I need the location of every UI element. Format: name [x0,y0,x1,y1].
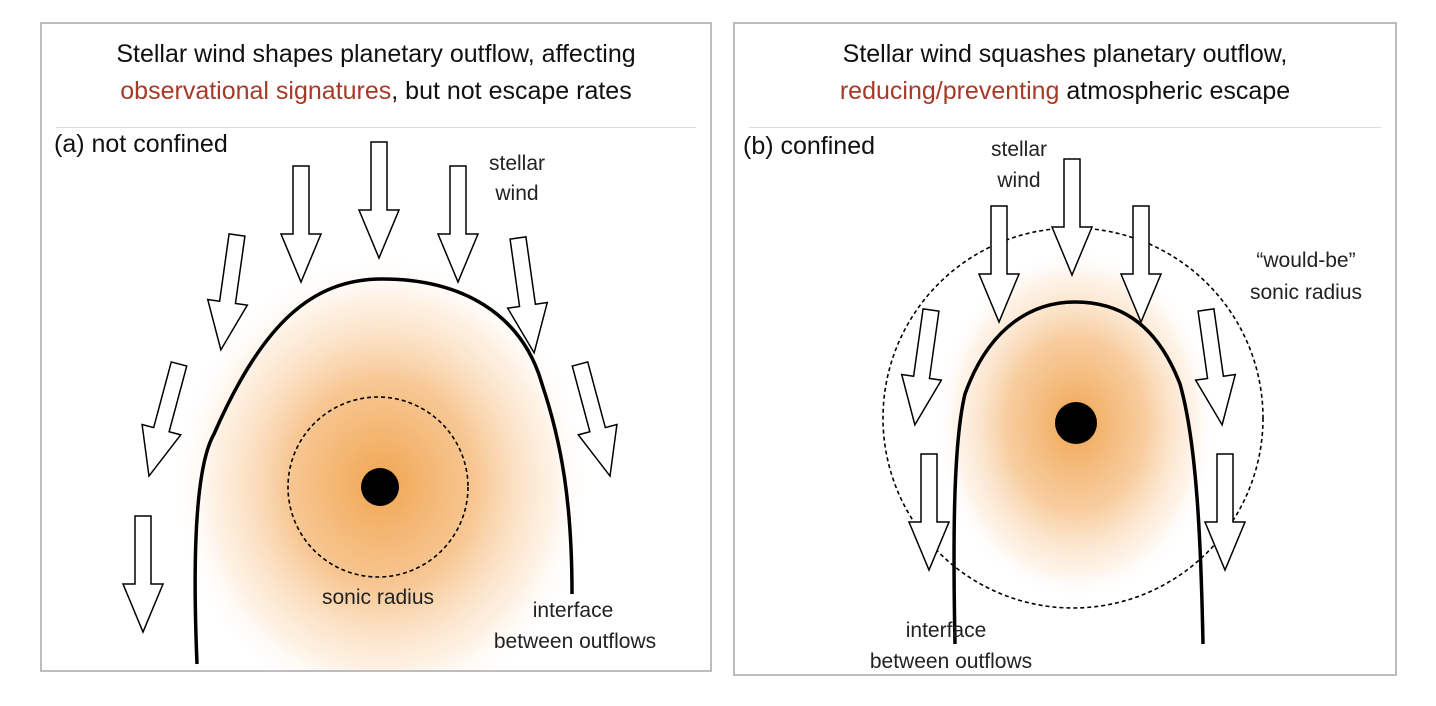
interface-label-line1: interface [906,619,987,642]
sonic-radius-label: sonic radius [322,586,434,609]
wind-arrow [141,361,188,478]
wind-arrow [121,515,165,634]
panel-a-title-accent: observational signatures [120,77,392,105]
panel-confined: Stellar wind squashes planetary outflow,… [733,22,1397,676]
wind-arrow [1119,205,1163,324]
panel-a-label: (a) not confined [54,130,228,158]
wind-arrow [206,233,249,352]
wind-arrow [279,165,323,284]
panel-b-title-line2: reducing/preventing atmospheric escape [735,73,1395,110]
interface-label-line2: between outflows [870,650,1032,673]
planet [1055,402,1097,444]
panel-b-title-rest: atmospheric escape [1059,77,1291,105]
interface-label-line2: between outflows [494,630,656,653]
panel-b-title-line1: Stellar wind squashes planetary outflow, [842,40,1288,68]
wind-arrow [1194,308,1237,427]
wind-arrow [907,453,951,572]
stellar-wind-label-line2: wind [494,182,538,205]
interface-curve [193,277,574,665]
would-be-sonic-label-line2: sonic radius [1250,281,1362,304]
panel-a-title-line2: observational signatures, but not escape… [42,73,710,110]
would-be-sonic-label-line1: “would-be” [1256,249,1355,272]
outflow-glow [172,254,592,670]
interface-label-line1: interface [533,599,614,622]
planet [361,468,399,506]
panel-a-diagram: (a) not confined stellar wind sonic radi… [54,130,656,670]
wind-arrow [357,141,401,260]
wind-arrow [506,236,549,355]
wind-arrow [977,205,1021,324]
sonic-radius-circle [287,396,469,578]
panel-b-diagram: (b) confined stellar wind “would-be” son… [743,132,1362,673]
panel-a-title-line1: Stellar wind shapes planetary outflow, a… [116,40,636,68]
wind-arrow [900,308,943,427]
stellar-wind-label-line1: stellar [489,152,545,175]
panel-a-title-rest: , but not escape rates [391,77,632,105]
panel-a-divider [56,127,696,128]
panel-b-divider [749,127,1381,128]
wind-arrow [571,361,618,478]
wind-arrow [436,165,480,284]
panel-not-confined: Stellar wind shapes planetary outflow, a… [40,22,712,672]
panel-b-title-accent: reducing/preventing [839,77,1060,105]
would-be-sonic-radius-circle [882,227,1264,609]
wind-arrow [1203,453,1247,572]
panel-b-label: (b) confined [743,132,875,160]
wind-arrow [1050,158,1094,277]
stellar-wind-label-line2: wind [996,169,1040,192]
interface-curve [952,300,1205,645]
stellar-wind-label-line1: stellar [991,138,1047,161]
panel-a-title: Stellar wind shapes planetary outflow, a… [42,36,710,110]
panel-b-title: Stellar wind squashes planetary outflow,… [735,36,1395,110]
